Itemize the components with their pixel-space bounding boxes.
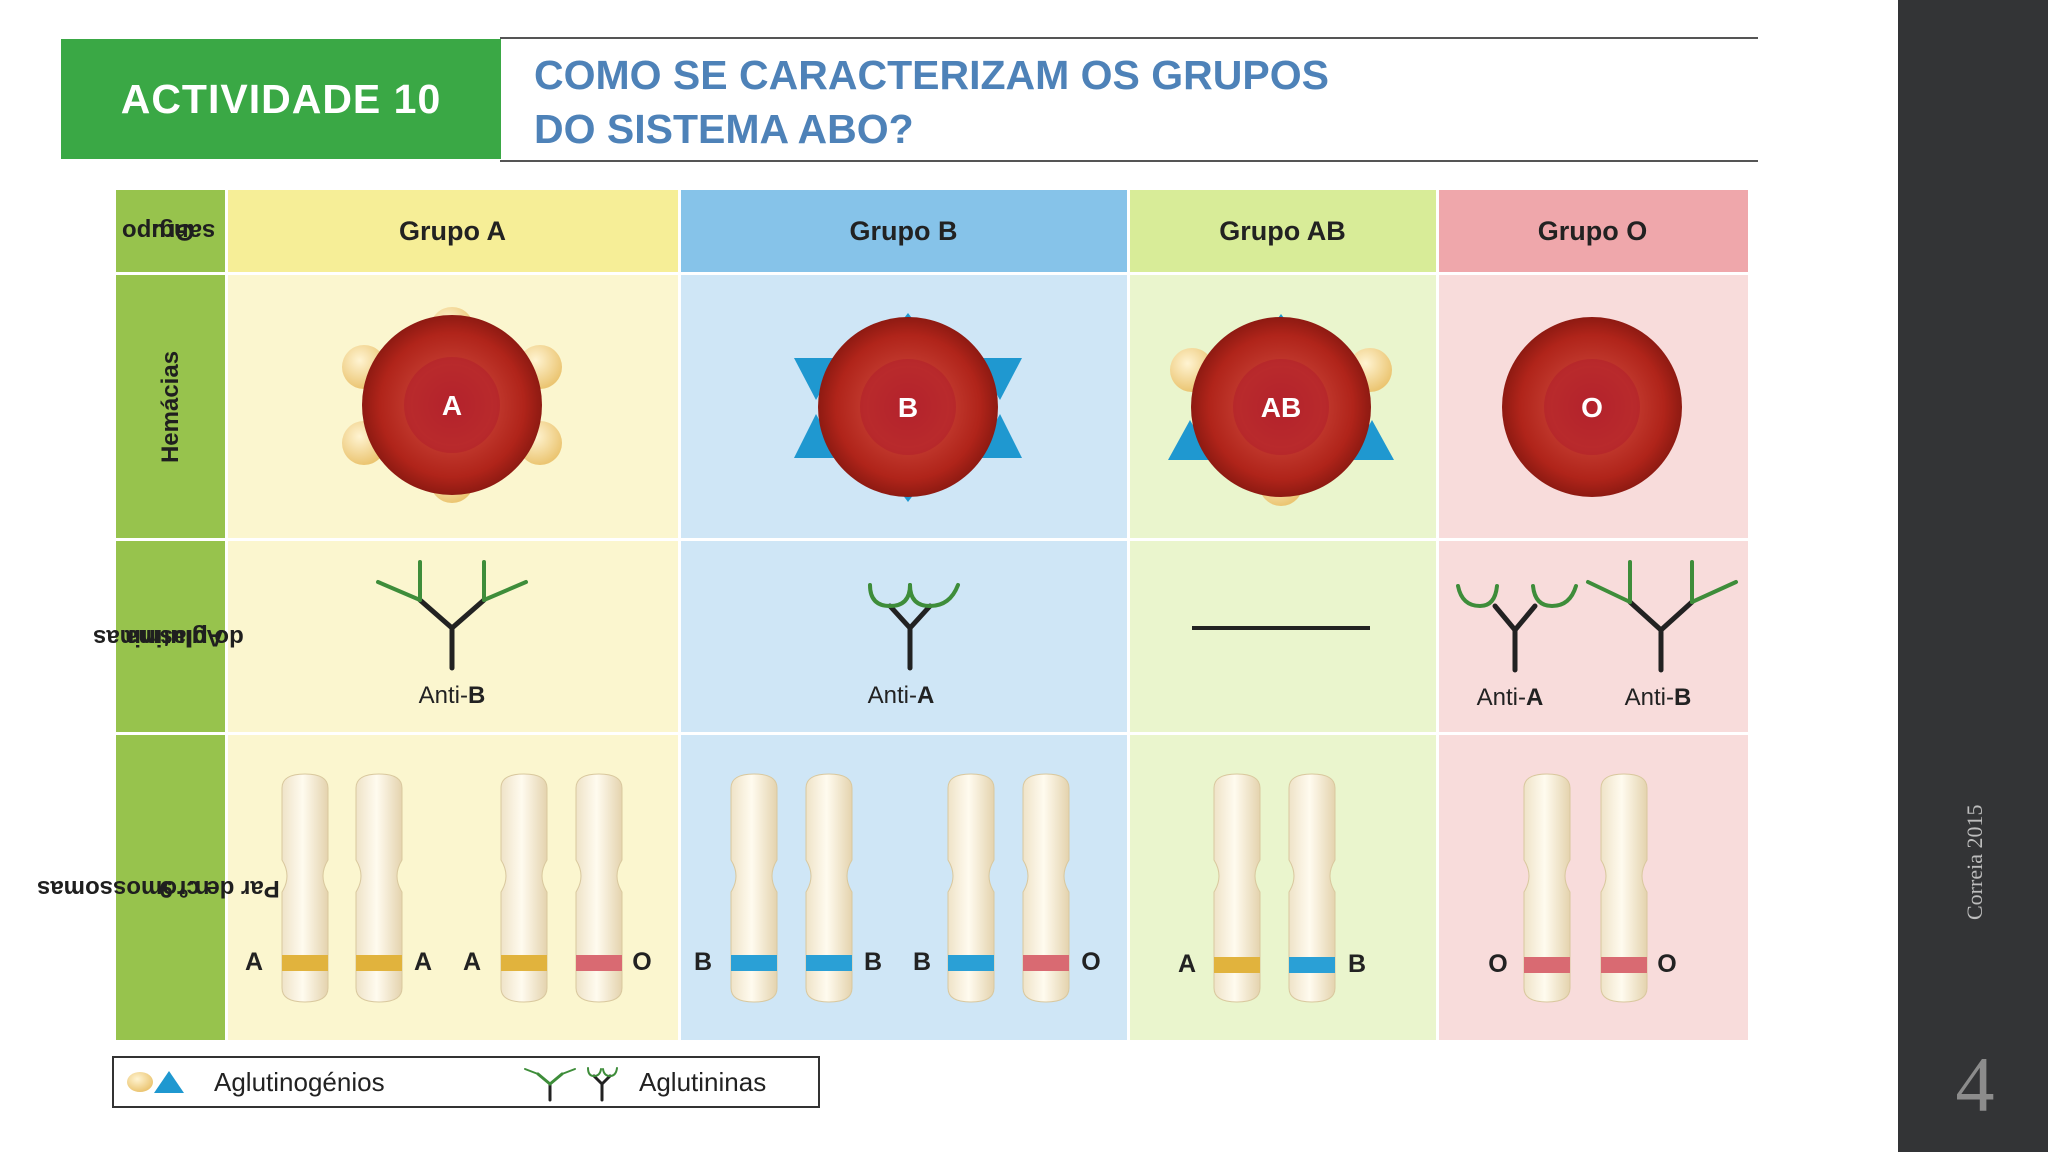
anti-b-antibody-group-a — [376, 560, 528, 671]
legend-agglutinogens: Aglutinogénios — [214, 1067, 385, 1097]
allele-label: O — [1657, 950, 1676, 978]
allele-band-o — [1524, 957, 1570, 973]
red-cell-group-o: O — [1502, 317, 1682, 497]
allele-label: B — [913, 948, 931, 976]
red-cell-center — [860, 359, 956, 455]
cell-label-ab: AB — [1261, 392, 1301, 423]
chromosome — [575, 773, 623, 1003]
anti-a-antibody-group-b — [868, 583, 960, 671]
label-column — [116, 190, 226, 1040]
allele-label: A — [245, 948, 263, 976]
col-divider — [1436, 190, 1439, 1040]
chromosome — [1213, 773, 1261, 1003]
antibody-label: Anti-B — [1625, 684, 1692, 711]
allele-band-b — [948, 955, 994, 971]
col-divider — [225, 190, 228, 1040]
chromosome — [355, 773, 403, 1003]
col-divider — [1127, 190, 1130, 1040]
legend: Aglutinogénios Aglutininas — [112, 1056, 820, 1108]
chromosome — [281, 773, 329, 1003]
footer-text: Correia 2015 — [1962, 804, 1987, 920]
antibody-label: Anti-A — [1477, 684, 1544, 711]
red-cell-group-a: A — [342, 307, 562, 503]
allele-band-a — [282, 955, 328, 971]
cell-label-b: B — [898, 392, 918, 423]
title-line-2: DO SISTEMA ABO? — [534, 106, 914, 152]
antigen-b — [1168, 420, 1212, 460]
red-cell-group-b: B — [794, 313, 1022, 502]
diagram-graphics: A B AB O — [245, 307, 1738, 1003]
slide-number: 4 — [1955, 1041, 1995, 1128]
row-divider — [116, 272, 1748, 275]
chromosome — [1288, 773, 1336, 1003]
allele-label: B — [694, 948, 712, 976]
antigen-b-legend-icon — [154, 1071, 184, 1093]
chromosome — [1022, 773, 1070, 1003]
allele-band-o — [1601, 957, 1647, 973]
chromosome — [1600, 773, 1648, 1003]
chromosome — [500, 773, 548, 1003]
cell-label-a: A — [442, 390, 462, 421]
allele-band-a — [356, 955, 402, 971]
chromosome — [947, 773, 995, 1003]
activity-label: ACTIVIDADE 10 — [61, 39, 501, 159]
group-b-header: Grupo B — [849, 215, 958, 246]
row-divider — [116, 732, 1748, 735]
allele-band-a — [1214, 957, 1260, 973]
anti-a-antibody-group-o — [1456, 584, 1578, 673]
slide: ACTIVIDADE 10 COMO SE CARACTERIZAM OS GR… — [36, 37, 1758, 1108]
allele-label: A — [1178, 950, 1196, 978]
chromosome-pairs: A A A O B B B O — [245, 773, 1677, 1003]
antibody-legend-icon — [587, 1067, 618, 1102]
allele-band-o — [1023, 955, 1069, 971]
group-a-header-bg — [226, 190, 679, 272]
red-cell-group-ab: AB — [1168, 314, 1394, 506]
antigen-b — [1350, 420, 1394, 460]
chromosome — [730, 773, 778, 1003]
anti-b-antibody-group-o — [1586, 560, 1738, 673]
group-o-header-bg — [1437, 190, 1748, 272]
header-bottom-rule — [500, 160, 1758, 162]
chromosome — [1523, 773, 1571, 1003]
allele-band-a — [501, 955, 547, 971]
group-a-header: Grupo A — [399, 215, 506, 246]
allele-label: B — [864, 948, 882, 976]
page-title: COMO SE CARACTERIZAM OS GRUPOS DO SISTEM… — [534, 48, 1634, 156]
sidebar — [1898, 0, 2048, 1152]
group-b-header-bg — [679, 190, 1128, 272]
antigen-a-legend-icon — [127, 1072, 153, 1092]
red-cell-center — [1233, 359, 1329, 455]
legend-graphics — [127, 1067, 618, 1102]
allele-band-o — [576, 955, 622, 971]
allele-label: O — [632, 948, 651, 976]
red-cell-center — [1544, 359, 1640, 455]
allele-label: O — [1081, 948, 1100, 976]
allele-band-b — [1289, 957, 1335, 973]
title-line-1: COMO SE CARACTERIZAM OS GRUPOS — [534, 52, 1329, 98]
allele-band-b — [731, 955, 777, 971]
allele-label: A — [463, 948, 481, 976]
red-cell-center — [404, 357, 500, 453]
cell-label-o: O — [1581, 392, 1603, 423]
legend-agglutinins: Aglutininas — [639, 1067, 767, 1097]
allele-band-b — [806, 955, 852, 971]
antibody-legend-icon — [524, 1068, 576, 1102]
header-top-rule — [500, 37, 1758, 39]
group-o-header: Grupo O — [1537, 215, 1648, 246]
allele-label: O — [1488, 950, 1507, 978]
allele-label: B — [1348, 950, 1366, 978]
group-ab-header-bg — [1128, 190, 1437, 272]
col-divider — [678, 190, 681, 1040]
chromosome — [805, 773, 853, 1003]
group-ab-header: Grupo AB — [1219, 215, 1346, 246]
antibody-label: Anti-A — [868, 682, 935, 709]
antibody-label: Anti-B — [419, 682, 486, 709]
row-divider — [116, 538, 1748, 541]
allele-label: A — [414, 948, 432, 976]
